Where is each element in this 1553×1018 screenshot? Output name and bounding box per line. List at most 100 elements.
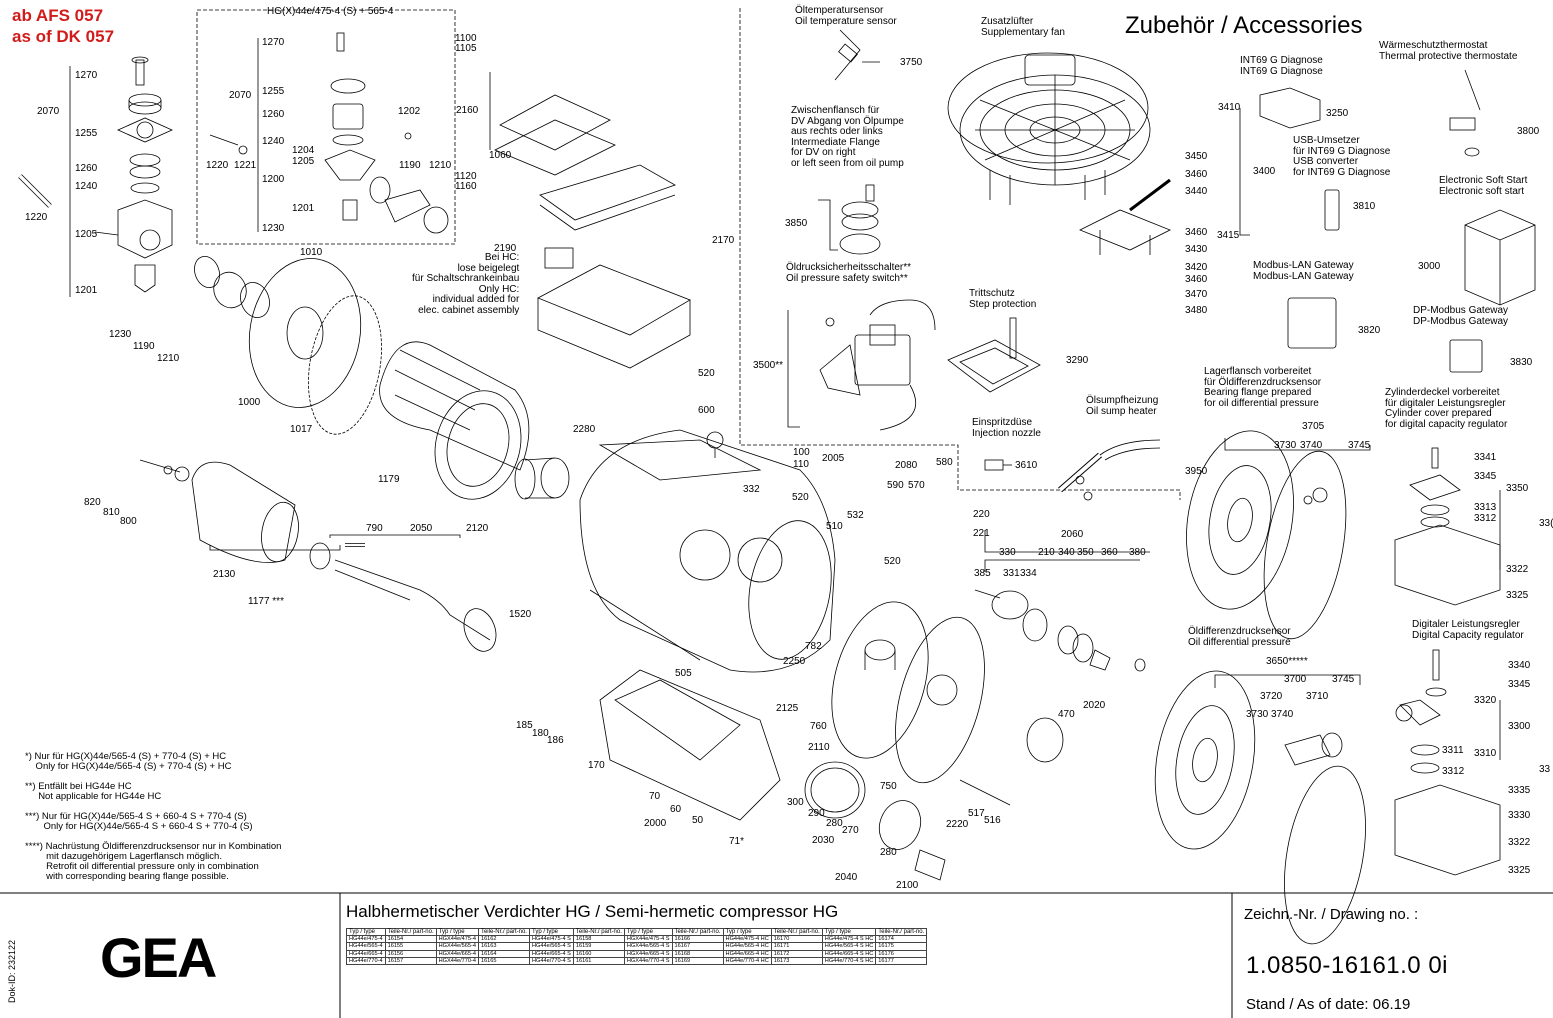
- table-cell: 16170: [770, 935, 823, 944]
- callout-280: 280: [826, 818, 843, 829]
- callout-3700: 3700: [1284, 674, 1307, 685]
- bracket-2060-b: [984, 559, 1140, 572]
- int69-caption: INT69 G Diagnose INT69 G Diagnose: [1240, 55, 1323, 77]
- injection-nozzle-caption: Einspritzdüse Injection nozzle: [972, 417, 1041, 439]
- callout-70: 70: [649, 791, 661, 802]
- accessories-title: Zubehör / Accessories: [1125, 12, 1363, 39]
- table-header-cell: Typ / type: [435, 927, 479, 937]
- table-cell: HGX44e/565-4: [435, 942, 479, 951]
- table-cell: 16154: [384, 935, 437, 944]
- hg-variant-title: HG(X)44e/475-4 (S) + 565-4: [267, 6, 394, 17]
- int69-diagnose-3250: [1259, 87, 1321, 129]
- callout-33x-top: 33(: [1539, 518, 1553, 529]
- callout-3500: 3500**: [753, 360, 784, 371]
- compressor-title: Halbhermetischer Verdichter HG / Semi-he…: [346, 902, 839, 921]
- table-cell: 16176: [875, 949, 928, 958]
- table-cell: 16162: [477, 935, 530, 944]
- dp-modbus-gateway-3830: [1449, 339, 1483, 373]
- callout-520-b: 520: [792, 492, 809, 503]
- callout-1190-inner: 1190: [399, 160, 421, 171]
- bearing-flange-caption: Lagerflansch vorbereitet für Öldifferenz…: [1204, 366, 1322, 409]
- callout-580: 580: [936, 457, 953, 468]
- dp-modbus-caption: DP-Modbus Gateway DP-Modbus Gateway: [1413, 305, 1509, 327]
- callout-3345-b: 3345: [1508, 679, 1531, 690]
- valve-assembly-left: [18, 56, 173, 293]
- callout-1260-inner: 1260: [262, 109, 285, 120]
- valve-assembly-inner: [209, 32, 449, 234]
- callout-3350: 3350: [1506, 483, 1529, 494]
- callout-2220: 2220: [946, 819, 969, 830]
- callout-760: 760: [810, 721, 827, 732]
- callout-3341: 3341: [1474, 452, 1497, 463]
- bracket-2060: [984, 530, 1150, 553]
- valve-plate-and-head: [489, 72, 691, 369]
- oil-pump-parts-2060: [974, 589, 1146, 672]
- callout-2070: 2070: [37, 106, 60, 117]
- callout-3311: 3311: [1442, 745, 1464, 756]
- table-cell: HG44e/475-4 S: [528, 935, 574, 944]
- callout-334: 334: [1020, 568, 1037, 579]
- thermal-thermostat-caption: Wärmeschutzthermostat Thermal protective…: [1379, 40, 1518, 62]
- callout-3710: 3710: [1306, 691, 1329, 702]
- callout-1520: 1520: [509, 609, 532, 620]
- callout-3400: 3400: [1253, 166, 1276, 177]
- callout-3720: 3720: [1260, 691, 1283, 702]
- crankcase: [579, 429, 836, 673]
- table-cell: 16175: [875, 942, 928, 951]
- callout-1255-inner: 1255: [262, 86, 285, 97]
- dk-revision-label: as of DK 057: [12, 27, 115, 46]
- callout-3420: 3420: [1185, 262, 1208, 273]
- table-cell: HG44e/770-4 S: [528, 956, 574, 966]
- callout-1230-inner: 1230: [262, 223, 285, 234]
- callout-3820: 3820: [1358, 325, 1381, 336]
- callout-3460: 3460: [1185, 169, 1208, 180]
- callout-350: 350: [1077, 547, 1094, 558]
- digital-regulator-caption: Digitaler Leistungsregler Digital Capaci…: [1412, 619, 1524, 641]
- type-part-number-table: Typ / type Teile-Nr./ part-no. Typ / typ…: [346, 927, 928, 966]
- callout-3430: 3430: [1185, 244, 1208, 255]
- table-cell: 16166: [671, 935, 724, 944]
- step-protection-3290: [947, 317, 1041, 393]
- callout-2170: 2170: [712, 235, 735, 246]
- callout-3650: 3650*****: [1266, 656, 1308, 667]
- callout-3320: 3320: [1474, 695, 1497, 706]
- callout-300: 300: [787, 797, 804, 808]
- callout-185: 185: [516, 720, 533, 731]
- callout-2110: 2110: [808, 742, 830, 753]
- callout-3730: 3730: [1274, 440, 1297, 451]
- callout-3800: 3800: [1517, 126, 1540, 137]
- table-cell: 16168: [671, 949, 724, 958]
- callout-3335: 3335: [1508, 785, 1531, 796]
- callout-270: 270: [842, 825, 859, 836]
- callout-3480: 3480: [1185, 305, 1208, 316]
- table-cell: HGX44e/665-4 S: [623, 949, 673, 958]
- callout-3345: 3345: [1474, 471, 1497, 482]
- gea-logo: GEA: [100, 926, 217, 989]
- callout-2000: 2000: [644, 818, 667, 829]
- callout-170: 170: [588, 760, 605, 771]
- callout-810: 810: [103, 507, 120, 518]
- callout-2060: 2060: [1061, 529, 1084, 540]
- callout-110: 110: [793, 459, 809, 470]
- usb-converter-3810: [1324, 189, 1340, 231]
- usb-converter-caption: USB-Umsetzer für INT69 G Diagnose USB co…: [1293, 135, 1391, 178]
- callout-1204: 1204: [292, 145, 315, 156]
- hg-variant-dashed-box: [196, 9, 456, 245]
- afs-revision-label: ab AFS 057: [12, 6, 104, 25]
- callout-800: 800: [120, 516, 137, 527]
- callout-2125: 2125: [776, 703, 799, 714]
- table-header-cell: Typ / type: [346, 927, 386, 937]
- callout-1240: 1240: [75, 181, 98, 192]
- callout-3410: 3410: [1218, 102, 1241, 113]
- callout-820: 820: [84, 497, 101, 508]
- table-header-row: Typ / type Teile-Nr./ part-no. Typ / typ…: [346, 927, 928, 937]
- callout-1200: 1200: [262, 174, 285, 185]
- modbus-lan-gateway-3820: [1287, 297, 1337, 349]
- callout-3340: 3340: [1508, 660, 1531, 671]
- soft-start-3000: [1464, 209, 1536, 306]
- oil-sump-heater-caption: Ölsumpfheizung Oil sump heater: [1086, 395, 1159, 417]
- table-header-cell: Typ / type: [528, 927, 574, 937]
- callout-520-c: 520: [884, 556, 901, 567]
- table-cell: HG44e/475-4 S HC: [821, 935, 877, 944]
